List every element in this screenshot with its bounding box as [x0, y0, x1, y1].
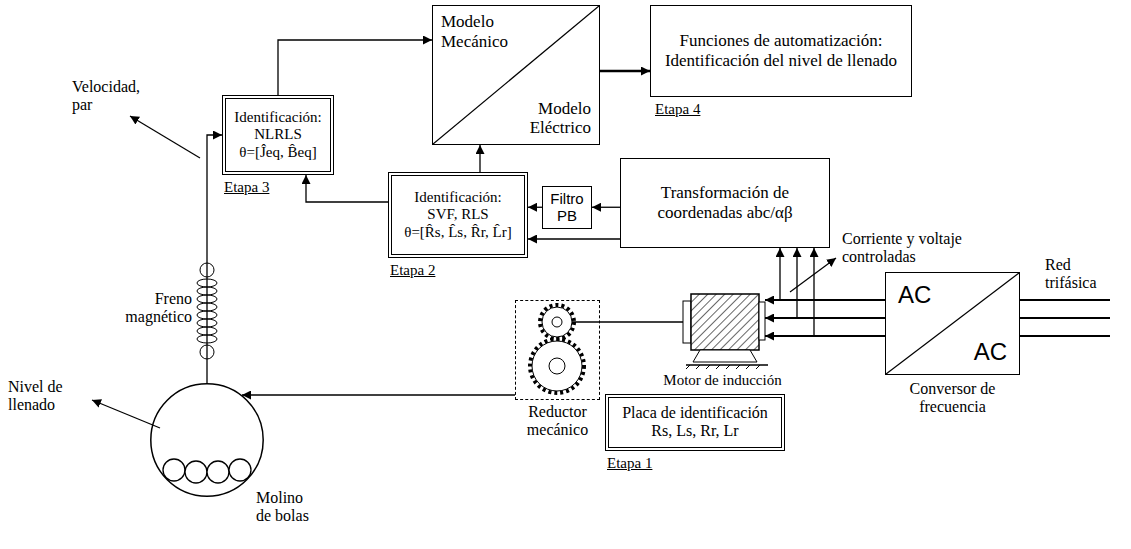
node-text: Modelo Mecánico [441, 12, 531, 51]
gear-symbol [532, 341, 582, 391]
converter-box: ACACConversor de frecuencia [885, 272, 1020, 375]
node-text: Placa de identificación [622, 404, 768, 422]
connector [242, 394, 515, 395]
gear-symbol [572, 321, 600, 323]
node-text: θ=[R̂s, L̂s, R̂r, L̂r] [404, 224, 512, 241]
node-text: Filtro PB [546, 190, 588, 225]
gear-symbol [542, 307, 572, 337]
mill-balls [185, 461, 207, 483]
annotation: Freno magnético [112, 290, 192, 327]
motor-symbol [759, 302, 765, 340]
transform-box: Transformación de coordenadas abc/αβ [620, 158, 830, 248]
gear-symbol [549, 358, 565, 374]
node-text: Motor de inducción [650, 372, 795, 389]
divider-line [433, 6, 599, 144]
stage-label: Etapa 2 [390, 262, 435, 279]
grid-wires [1020, 335, 1110, 337]
node-text: Transformación de coordenadas abc/αβ [647, 183, 803, 222]
node-text: Identificación: SVF, RLS [398, 189, 518, 224]
grid-wires [1020, 299, 1110, 301]
node-text: Funciones de automatización: Identificac… [657, 31, 905, 70]
model-box: Modelo MecánicoModelo Eléctrico [432, 5, 600, 145]
stage-label: Etapa 1 [607, 455, 652, 472]
motor-symbol [693, 350, 757, 362]
automation-box: Funciones de automatización: Identificac… [650, 5, 912, 97]
mill-balls [163, 459, 251, 483]
connector [479, 145, 480, 172]
nameplate-box: Placa de identificaciónRs, Ls, Rr, Lr [605, 394, 785, 451]
node-text: AC [898, 281, 931, 309]
connector [600, 321, 680, 322]
motor-symbol [686, 365, 760, 369]
gear-symbol [540, 305, 574, 339]
annotation: Corriente y voltaje controladas [842, 230, 1002, 267]
ball-mill: Molino de bolas [150, 383, 264, 497]
identification-box: Identificación: SVF, RLSθ=[R̂s, L̂s, R̂r… [388, 172, 528, 258]
grid-wires [1020, 300, 1110, 336]
connector [528, 238, 620, 239]
node-text: Reductor mecánico [496, 403, 619, 440]
leader-arrow [130, 116, 200, 158]
induction-motor: Motor de inducción [680, 288, 765, 368]
mill-outline [151, 384, 263, 496]
leader-arrow [92, 400, 160, 428]
gear-symbol [530, 339, 584, 393]
node-text: Rs, Ls, Rr, Lr [651, 422, 738, 440]
annotation: Nivel de llenado [8, 378, 90, 415]
node-text: Molino de bolas [256, 489, 322, 526]
connector [528, 207, 542, 208]
node-text: Conversor de frecuencia [876, 380, 1029, 417]
gear-symbol [552, 317, 562, 327]
node-text: Modelo Eléctrico [501, 99, 591, 138]
connector [592, 207, 620, 208]
node-text: Identificación: NLRLS [232, 109, 324, 144]
annotation: Velocidad, par [72, 78, 150, 115]
motor-symbol [680, 294, 768, 369]
identification-box: Identificación: NLRLSθ=[Ĵeq, B̂eq] [222, 95, 334, 175]
motor-symbol [686, 364, 768, 366]
connector [207, 135, 222, 383]
annotation: Red trifásica [1045, 256, 1121, 293]
gear-symbol [530, 305, 600, 393]
connector [306, 175, 388, 202]
motor-symbol [683, 301, 691, 343]
stage-label: Etapa 4 [655, 101, 700, 118]
gear-reducer: Reductor mecánico [515, 300, 600, 400]
mill-outline [150, 383, 264, 497]
node-text: AC [974, 338, 1007, 366]
motor-symbol [691, 294, 759, 350]
grid-wires [1020, 317, 1110, 319]
divider-line [886, 273, 1019, 374]
node-text: θ=[Ĵeq, B̂eq] [239, 144, 316, 161]
leader-arrow [92, 116, 836, 428]
stage-label: Etapa 3 [224, 179, 269, 196]
mill-balls [207, 461, 229, 483]
connector [278, 40, 432, 95]
connector [600, 70, 650, 73]
filter-box: Filtro PB [542, 186, 592, 229]
